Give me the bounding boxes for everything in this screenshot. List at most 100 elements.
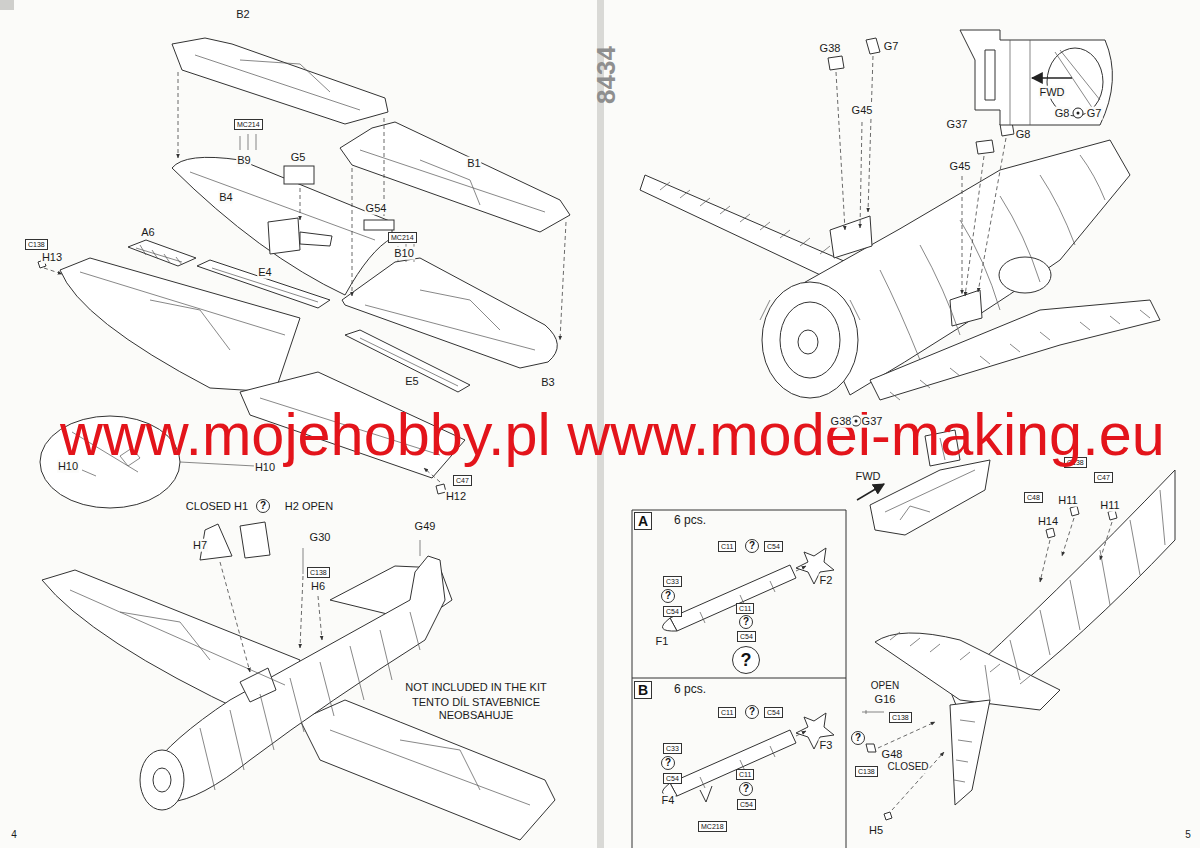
part-number: H11 [1099, 499, 1120, 512]
aircraft-drawing [976, 140, 994, 154]
leader-arrow [560, 222, 566, 340]
query-circle: ? [739, 782, 753, 796]
aircraft-drawing [866, 470, 1175, 820]
paint-code: MC214 [237, 121, 260, 128]
leader-arrow [965, 156, 984, 296]
paint-code: ? [260, 501, 266, 511]
aircraft-drawing [1070, 506, 1079, 516]
paint-code: C138 [892, 714, 909, 721]
pair-symbol [1077, 112, 1080, 115]
variant-letter: B [638, 683, 648, 697]
panel-line [195, 55, 545, 212]
page-number: 5 [1184, 829, 1192, 841]
detail-inset [985, 50, 995, 100]
panel-line [760, 300, 860, 320]
panel-line [70, 540, 530, 805]
part-number: G8 [1054, 107, 1071, 120]
query-circle: ? [739, 615, 753, 629]
paint-code: C54 [767, 543, 780, 550]
leader-arrow [44, 268, 62, 274]
rocket-part [670, 730, 796, 796]
panel-border [632, 510, 846, 848]
panel-line [880, 155, 1105, 360]
paint-code: C54 [767, 709, 780, 716]
query-circle: ? [256, 499, 270, 513]
part-number: G16 [874, 693, 897, 706]
leader-arrow [868, 56, 873, 212]
query-circle: ? [732, 646, 760, 674]
part-number: G8 [1015, 128, 1032, 141]
query-circle: ? [851, 731, 865, 745]
page-ground [0, 0, 14, 10]
paint-code: ? [749, 541, 755, 551]
part-number: H7 [192, 539, 208, 552]
paint-code: ? [749, 707, 755, 717]
wing-part [268, 218, 300, 254]
leader-arrow [1040, 540, 1050, 582]
aircraft-drawing [875, 633, 1060, 710]
leader-arrow [796, 566, 806, 571]
leader-arrow [300, 188, 301, 220]
option-note: CLOSED [886, 761, 929, 773]
leader-arrow [860, 122, 862, 228]
aircraft-drawing [640, 38, 1160, 400]
paint-code: C11 [721, 543, 733, 550]
detail-inset [960, 30, 1112, 125]
leader-arrow [1062, 518, 1074, 556]
rocket-part [662, 548, 834, 802]
paint-code: C47 [456, 477, 469, 484]
variant-letter-box: B [634, 681, 652, 699]
rocket-part [700, 786, 712, 802]
panel-line [136, 245, 182, 265]
aircraft-drawing [1046, 528, 1055, 538]
wing-part [172, 157, 392, 295]
kit-number: 8434 [592, 45, 622, 105]
direction-label: FWD [1038, 86, 1065, 99]
wing-part [342, 258, 557, 368]
paint-code-box: C48 [1024, 492, 1043, 503]
paint-code: ? [855, 733, 861, 743]
paint-code: ? [665, 758, 671, 768]
paint-code-box: C54 [737, 631, 756, 642]
paint-code-box: C11 [718, 707, 736, 718]
part-number: H5 [868, 824, 884, 837]
quantity-note: 6 pcs. [673, 683, 707, 697]
aircraft-drawing [866, 38, 880, 54]
part-number: H6 [310, 580, 326, 593]
paint-code-box: C54 [764, 707, 783, 718]
paint-code: C54 [666, 608, 679, 615]
paint-code: C33 [666, 745, 679, 752]
paint-code-box: C138 [855, 766, 878, 777]
note: TENTO DÍL STAVEBNICE NEOBSAHUJE [400, 696, 552, 721]
aircraft-drawing [830, 216, 872, 258]
aircraft-drawing [999, 257, 1051, 293]
part-number: H11 [1057, 494, 1078, 507]
paint-code-box: C11 [718, 541, 736, 552]
aircraft-drawing [866, 744, 876, 752]
part-number: G45 [949, 160, 972, 173]
part-number: H10 [254, 461, 276, 474]
paint-code: C54 [666, 775, 679, 782]
part-number: H12 [445, 490, 467, 503]
paint-code-box: C138 [889, 712, 912, 723]
paint-code-box: C54 [737, 799, 756, 810]
part-number: F3 [819, 739, 834, 752]
paint-code: C11 [739, 771, 751, 778]
option-note: OPEN [870, 680, 900, 692]
part-number: B10 [393, 247, 415, 260]
paint-code-box: C33 [663, 576, 682, 587]
part-number: B4 [218, 191, 233, 204]
part-number: G38 [830, 415, 853, 428]
wing-part [128, 240, 196, 266]
panel-line [890, 632, 1030, 684]
paint-code: ? [743, 784, 749, 794]
panel-line [700, 581, 775, 788]
leader-arrow [318, 596, 322, 640]
direction-label: FWD [854, 470, 881, 483]
part-number: E4 [257, 266, 272, 279]
part-number: G38 [819, 42, 842, 55]
part-number: F2 [819, 574, 834, 587]
panel-line [954, 720, 975, 782]
